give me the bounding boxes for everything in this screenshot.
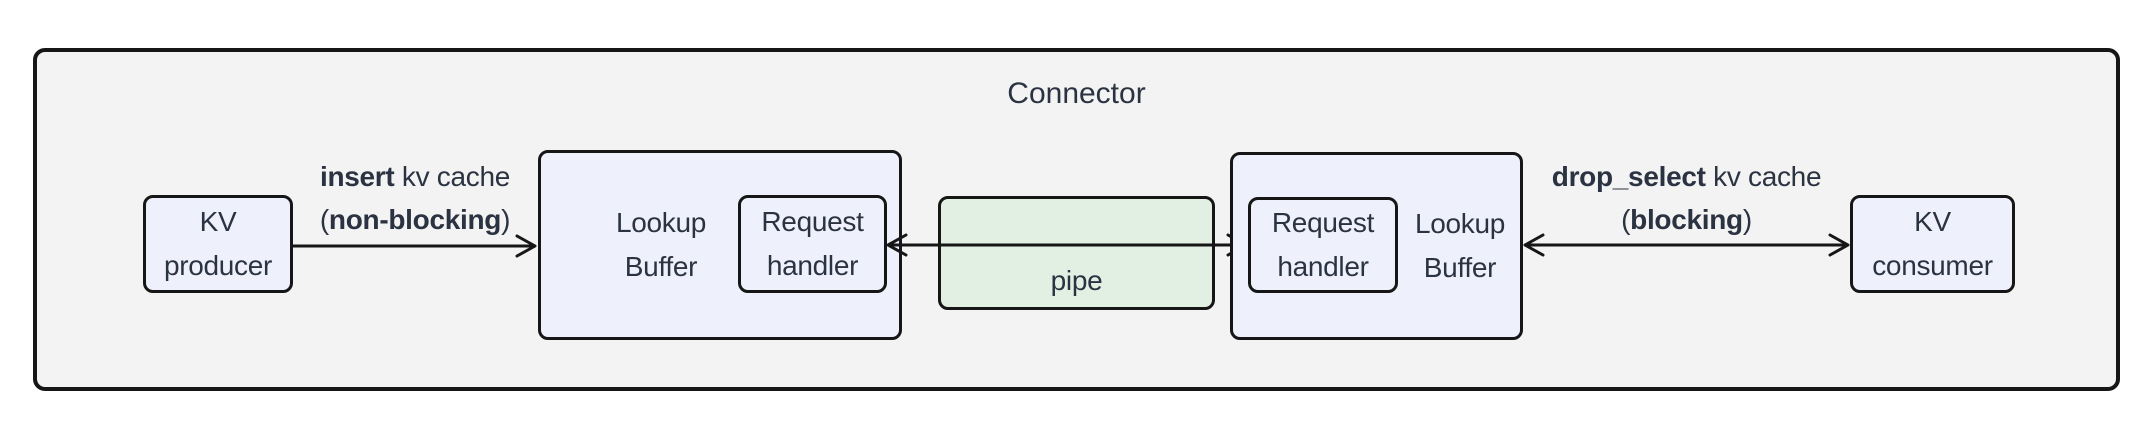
kv-producer-node: KV producer bbox=[143, 195, 293, 293]
kv-producer-label: KV producer bbox=[163, 206, 273, 281]
drop-select-arrow-label-line2: (blocking) bbox=[1523, 202, 1850, 238]
drop-select-paren-close: ) bbox=[1742, 204, 1752, 235]
drop-select-paren-open: ( bbox=[1621, 204, 1631, 235]
drop-select-rest: kv cache bbox=[1705, 161, 1822, 192]
drop-select-arrow-label-line1: drop_select kv cache bbox=[1523, 159, 1850, 195]
request-handler-right-node: Request handler bbox=[1248, 197, 1398, 293]
request-handler-left-label: Request handler bbox=[761, 206, 864, 281]
insert-arrow bbox=[293, 234, 537, 258]
insert-mode: non-blocking bbox=[328, 204, 502, 235]
connector-title: Connector bbox=[1007, 77, 1146, 110]
drop-select-keyword: drop_select bbox=[1551, 161, 1706, 192]
lookup-buffer-right-node: Request handler Lookup Buffer bbox=[1230, 152, 1523, 340]
insert-keyword: insert bbox=[319, 161, 395, 192]
pipe-label: pipe bbox=[1050, 265, 1103, 296]
drop-select-mode: blocking bbox=[1630, 204, 1743, 235]
request-handler-left-node: Request handler bbox=[738, 195, 887, 293]
insert-arrow-label-line2: (non-blocking) bbox=[280, 202, 550, 238]
insert-paren-close: ) bbox=[501, 204, 511, 235]
lookup-buffer-left-node: Lookup Buffer Request handler bbox=[538, 150, 902, 340]
insert-arrow-label-line1: insert kv cache bbox=[280, 159, 550, 195]
insert-rest: kv cache bbox=[394, 161, 511, 192]
pipe-arrow bbox=[886, 233, 1248, 257]
pipe-node: pipe bbox=[938, 196, 1215, 310]
lookup-buffer-left-label: Lookup Buffer bbox=[615, 207, 707, 282]
kv-consumer-node: KV consumer bbox=[1850, 195, 2015, 293]
insert-paren-open: ( bbox=[319, 204, 329, 235]
request-handler-right-label: Request handler bbox=[1271, 207, 1375, 282]
kv-consumer-label: KV consumer bbox=[1872, 206, 1993, 281]
drop-select-arrow bbox=[1523, 233, 1850, 257]
lookup-buffer-right-label: Lookup Buffer bbox=[1414, 208, 1506, 283]
